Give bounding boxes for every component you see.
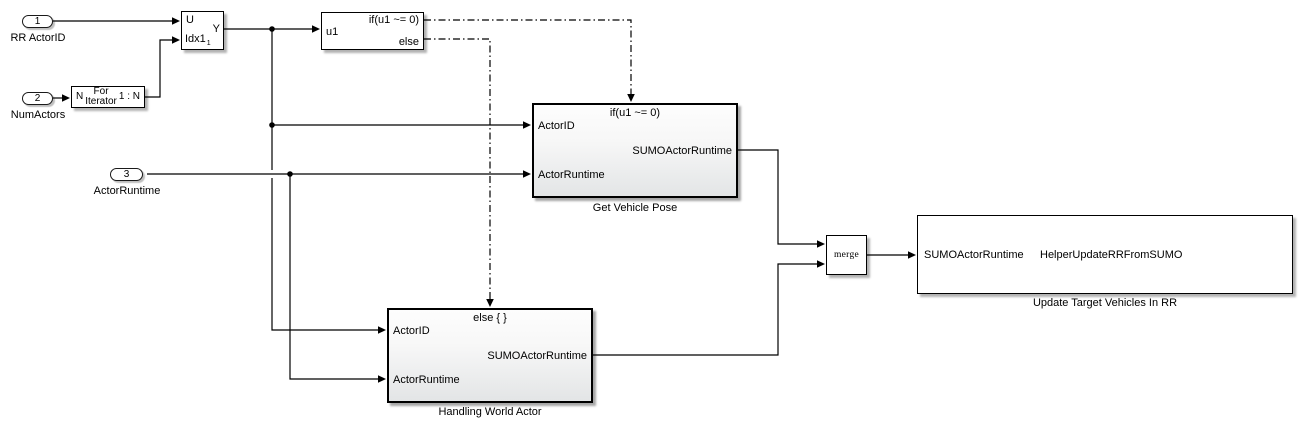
inport-3-number: 3 <box>123 168 130 180</box>
wire-else-action-signal[interactable] <box>424 38 491 299</box>
wire-getpose-to-merge[interactable] <box>738 149 817 245</box>
selector-block[interactable]: U Idx11 Y <box>181 11 224 50</box>
get-vehicle-pose-name: Get Vehicle Pose <box>592 202 678 214</box>
arrowhead <box>62 94 70 102</box>
for-iterator-port-range: 1 : N <box>118 91 140 102</box>
merge-label: merge <box>833 250 860 260</box>
arrowhead <box>817 260 825 268</box>
junction-dot <box>287 171 293 177</box>
selector-port-u: U <box>186 14 194 26</box>
arrowhead <box>523 121 531 129</box>
update-target-vehicles-block[interactable]: SUMOActorRuntime HelperUpdateRRFromSUMO <box>917 215 1293 294</box>
if-block-port-if: if(u1 ~= 0) <box>368 14 419 26</box>
arrowhead <box>378 375 386 383</box>
update-block-function-label: HelperUpdateRRFromSUMO <box>1040 249 1183 261</box>
wire-handling-to-merge[interactable] <box>593 263 817 356</box>
update-block-port-in: SUMOActorRuntime <box>924 249 1024 261</box>
selector-port-y: Y <box>212 23 220 35</box>
if-block[interactable]: u1 if(u1 ~= 0) else <box>321 12 424 50</box>
wire-iterator-to-selector-idx[interactable] <box>145 39 172 98</box>
arrowhead <box>523 170 531 178</box>
arrowhead <box>172 36 180 44</box>
get-vehicle-pose-block[interactable]: if(u1 ~= 0) ActorID ActorRuntime SUMOAct… <box>532 103 738 198</box>
for-iterator-block[interactable]: N For Iterator 1 : N <box>71 86 145 108</box>
handling-world-actor-port-out: SUMOActorRuntime <box>487 350 587 362</box>
inport-2-label: NumActors <box>10 109 66 121</box>
if-block-port-else: else <box>398 36 419 48</box>
update-target-vehicles-name: Update Target Vehicles In RR <box>1032 297 1178 309</box>
arrowhead <box>908 251 916 259</box>
arrowhead <box>817 240 825 248</box>
arrowhead-down <box>627 94 635 102</box>
get-vehicle-pose-port-actorid: ActorID <box>538 120 575 132</box>
handling-world-actor-block[interactable]: else { } ActorID ActorRuntime SUMOActorR… <box>387 308 593 403</box>
arrowhead <box>378 326 386 334</box>
get-vehicle-pose-port-out: SUMOActorRuntime <box>632 145 732 157</box>
for-iterator-port-n: N <box>76 91 84 102</box>
inport-3-label: ActorRuntime <box>93 185 161 197</box>
wire-actorid-branch-to-handling[interactable] <box>271 29 378 331</box>
get-vehicle-pose-port-actorruntime: ActorRuntime <box>538 169 605 181</box>
wire-actorruntime-branch-to-handling[interactable] <box>289 174 378 380</box>
merge-block[interactable]: merge <box>826 235 867 275</box>
handling-world-actor-port-actorruntime: ActorRuntime <box>393 374 460 386</box>
for-iterator-title: For Iterator <box>85 86 117 107</box>
handling-world-actor-action-label: else { } <box>473 312 507 324</box>
arrowhead-down <box>486 299 494 307</box>
junction-dot <box>269 26 275 32</box>
inport-3[interactable]: 3 <box>110 168 143 181</box>
junction-dot <box>269 122 275 128</box>
handling-world-actor-name: Handling World Actor <box>438 406 542 418</box>
arrowhead <box>312 25 320 33</box>
inport-1[interactable]: 1 <box>22 15 53 28</box>
wire-if-action-signal[interactable] <box>424 19 632 94</box>
selector-port-idx: Idx11 <box>185 33 211 47</box>
inport-2[interactable]: 2 <box>22 92 53 105</box>
inport-1-label: RR ActorID <box>10 32 66 44</box>
inport-2-number: 2 <box>34 92 41 104</box>
arrowhead <box>172 17 180 25</box>
if-block-port-u1: u1 <box>326 26 339 38</box>
inport-1-number: 1 <box>34 15 41 27</box>
get-vehicle-pose-action-label: if(u1 ~= 0) <box>609 107 661 119</box>
handling-world-actor-port-actorid: ActorID <box>393 325 430 337</box>
